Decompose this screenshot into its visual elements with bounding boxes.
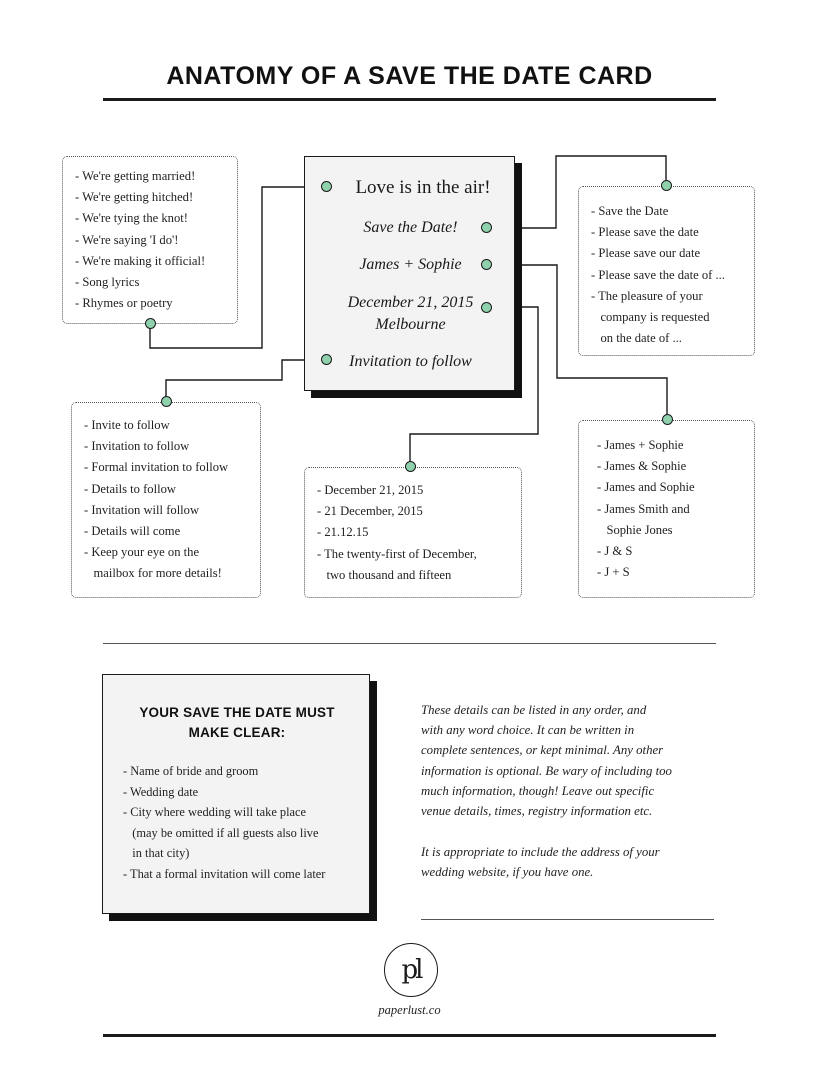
date-options-box: - December 21, 2015 - 21 December, 2015 - … <box>304 467 522 598</box>
list-item: company is requested <box>591 310 710 325</box>
paragraph-line: These details can be listed in any order… <box>421 703 647 717</box>
connector-dot-names-box <box>662 414 673 425</box>
paperlust-website: paperlust.co <box>378 1003 441 1017</box>
connector-dot-announcement-box <box>145 318 156 329</box>
connector-dot-date-box <box>405 461 416 472</box>
list-item: - Please save the date <box>591 225 699 240</box>
save-date-list: - Save the Date - Please save the date - P… <box>591 201 754 349</box>
list-item: - That a formal invitation will come lat… <box>123 866 326 881</box>
list-item: - Invite to follow <box>84 418 170 432</box>
must-make-clear-title: YOUR SAVE THE DATE MUST MAKE CLEAR: <box>103 703 371 743</box>
list-item: - December 21, 2015 <box>317 483 424 497</box>
list-item: - Formal invitation to follow <box>84 460 229 475</box>
paragraph-line: venue details, times, registry informati… <box>421 804 653 819</box>
bottom-rule <box>103 1034 716 1037</box>
list-item: - Details will come <box>84 524 181 539</box>
connector-dot-save-date-box <box>661 180 672 191</box>
list-item: - Details to follow <box>84 481 176 496</box>
list-item: - We're making it official! <box>75 253 206 268</box>
paragraph-line: much information, though! Leave out spec… <box>421 783 655 798</box>
names-list: - James + Sophie - James & Sophie - James … <box>597 435 754 583</box>
explanation-paragraph-1: These details can be listed in any order… <box>421 700 721 821</box>
list-item: - James + Sophie <box>597 438 684 452</box>
paragraph-line: It is appropriate to include the address… <box>421 845 660 859</box>
list-item: - Save the Date <box>591 204 669 218</box>
paragraph-line: information is optional. Be wary of incl… <box>421 763 672 778</box>
paragraph-line: with any word choice. It can be written … <box>421 723 635 738</box>
invitation-options-box: - Invite to follow - Invitation to follow… <box>71 402 261 598</box>
list-item: - Invitation to follow <box>84 439 190 454</box>
connector-dot-greeting <box>321 181 332 192</box>
list-item: - J + S <box>597 565 630 580</box>
list-item: - Keep your eye on the <box>84 545 200 560</box>
connector-dot-save-the-date <box>481 222 492 233</box>
list-item: - 21.12.15 <box>317 525 369 540</box>
list-item: - Rhymes or poetry <box>75 296 173 311</box>
paragraph-rule <box>421 919 714 920</box>
save-the-date-card: Love is in the air! Save the Date! James… <box>304 156 515 391</box>
list-item: two thousand and fifteen <box>317 567 452 582</box>
connector-dot-names <box>481 259 492 270</box>
must-title-line-1: YOUR SAVE THE DATE MUST <box>139 705 335 720</box>
must-title-line-2: MAKE CLEAR: <box>188 725 286 740</box>
list-item: mailbox for more details! <box>84 566 222 581</box>
top-rule <box>103 98 716 101</box>
list-item: - Invitation will follow <box>84 502 200 517</box>
list-item: in that city) <box>123 846 190 861</box>
list-item: Sophie Jones <box>597 522 673 537</box>
date-list: - December 21, 2015 - 21 December, 2015 - … <box>317 480 521 586</box>
list-item: - City where wedding will take place <box>123 805 307 820</box>
list-item: - Please save our date <box>591 246 701 261</box>
announcement-list: - We're getting married! - We're getting … <box>75 166 237 314</box>
list-item: - James Smith and <box>597 501 690 516</box>
save-date-options-box: - Save the Date - Please save the date - P… <box>578 186 755 356</box>
list-item: - James and Sophie <box>597 480 695 495</box>
list-item: on the date of ... <box>591 331 682 346</box>
paragraph-line: wedding website, if you have one. <box>421 865 594 880</box>
list-item: - Please save the date of ... <box>591 267 725 282</box>
list-item: - James & Sophie <box>597 459 687 474</box>
names-options-box: - James + Sophie - James & Sophie - James … <box>578 420 755 598</box>
card-line-invitation: Invitation to follow <box>349 353 472 370</box>
card-line-city: Melbourne <box>375 316 446 333</box>
list-item: (may be omitted if all guests also live <box>123 825 319 840</box>
connector-dot-date <box>481 302 492 313</box>
list-item: - We're tying the knot! <box>75 211 188 226</box>
list-item: - We're getting married! <box>75 169 196 183</box>
list-item: - Wedding date <box>123 784 199 799</box>
must-make-clear-box: YOUR SAVE THE DATE MUST MAKE CLEAR: - Na… <box>102 674 370 914</box>
card-line-date: December 21, 2015 <box>347 294 474 311</box>
card-line-greeting: Love is in the air! <box>355 177 491 198</box>
paperlust-logo: pl <box>384 943 438 997</box>
page-title: ANATOMY OF A SAVE THE DATE CARD <box>166 62 653 90</box>
card-line-save-the-date: Save the Date! <box>363 219 458 236</box>
connector-dot-invitation-box <box>161 396 172 407</box>
must-items-list: - Name of bride and groom - Wedding date -… <box>123 761 325 885</box>
invitation-list: - Invite to follow - Invitation to follow… <box>84 415 260 585</box>
card-line-names: James + Sophie <box>359 256 462 273</box>
paragraph-line: complete sentences, or kept minimal. Any… <box>421 743 664 758</box>
list-item: - Name of bride and groom <box>123 764 259 778</box>
list-item: - We're getting hitched! <box>75 190 194 205</box>
connector-dot-invitation <box>321 354 332 365</box>
list-item: - 21 December, 2015 <box>317 504 423 519</box>
list-item: - The pleasure of your <box>591 288 703 303</box>
announcement-options-box: - We're getting married! - We're getting … <box>62 156 238 324</box>
explanation-paragraph-2: It is appropriate to include the address… <box>421 842 721 882</box>
logo-mark: pl <box>401 955 424 985</box>
list-item: - J & S <box>597 544 633 559</box>
list-item: - We're saying 'I do'! <box>75 232 179 247</box>
middle-rule <box>103 643 716 644</box>
list-item: - The twenty-first of December, <box>317 546 477 561</box>
list-item: - Song lyrics <box>75 275 140 290</box>
